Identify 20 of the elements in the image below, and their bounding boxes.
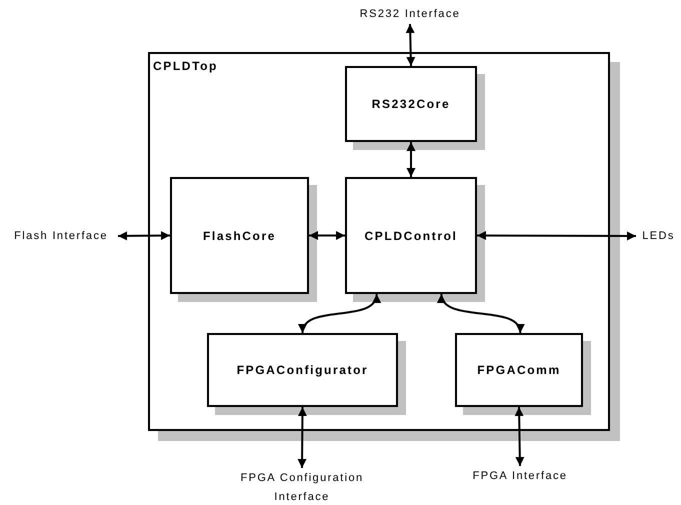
connector-arrow (514, 406, 524, 466)
connector-arrow (309, 231, 345, 240)
module-label: FPGAComm (477, 363, 561, 377)
connector-arrow (477, 231, 636, 240)
module-label: CPLDControl (364, 228, 458, 242)
interface-label: Flash Interface (14, 228, 108, 244)
interface-label: FPGA Configuration Interface (239, 471, 365, 505)
connector-arrow (406, 142, 416, 177)
interface-label: LEDs (642, 228, 675, 244)
module-label: RS232Core (372, 97, 450, 111)
interface-label: FPGA Interface (472, 468, 568, 484)
module-label: FPGAConfigurator (236, 363, 368, 377)
connector-arrow (298, 407, 307, 468)
connector-arrow (300, 294, 380, 334)
container-title: CPLDTop (153, 59, 218, 73)
connector-arrow (439, 294, 523, 334)
connector-arrow (118, 231, 170, 240)
module-label: FlashCore (202, 228, 276, 242)
connector-arrow (406, 24, 416, 66)
interface-label: RS232 Interface (360, 6, 460, 22)
